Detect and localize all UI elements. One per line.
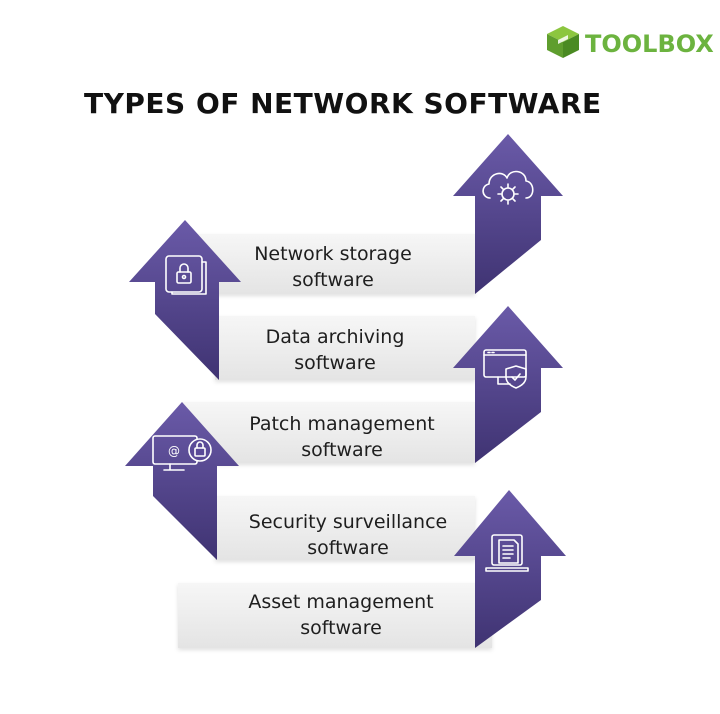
arrow-right-1 — [453, 134, 563, 294]
brand-name: TOOLBOX — [585, 30, 714, 58]
band-4 — [215, 496, 475, 560]
item-1-line2: software — [292, 269, 374, 291]
band-5 — [178, 583, 492, 648]
folder-lock-icon — [165, 255, 207, 295]
item-2-line2: software — [294, 352, 376, 374]
svg-text:@: @ — [168, 444, 180, 458]
diagram-title: TYPES OF NETWORK SOFTWARE — [84, 87, 602, 120]
toolbox-logo: TOOLBOX — [547, 26, 714, 58]
email-lock-monitor-icon: @ — [152, 435, 212, 471]
item-3-line1: Patch management — [249, 413, 435, 435]
monitor-shield-icon — [483, 349, 527, 389]
item-1-line1: Network storage — [254, 243, 412, 265]
arrow-left-1 — [129, 220, 241, 380]
band-1 — [190, 234, 475, 294]
icons: @ — [152, 170, 534, 572]
item-5-line1: Asset management — [248, 591, 433, 613]
cube-icon — [547, 26, 579, 58]
item-2-line1: Data archiving — [266, 326, 405, 348]
item-3-line2: software — [301, 439, 383, 461]
bands — [178, 234, 492, 648]
band-3 — [182, 402, 475, 463]
item-4-line2: software — [307, 537, 389, 559]
laptop-document-icon — [485, 534, 529, 572]
band-2 — [215, 316, 475, 380]
arrow-right-3 — [454, 490, 566, 648]
item-4-line1: Security surveillance — [249, 511, 447, 533]
cloud-gear-icon — [482, 170, 534, 205]
item-5-line2: software — [300, 617, 382, 639]
labels: Network storage software Data archiving … — [248, 243, 447, 639]
